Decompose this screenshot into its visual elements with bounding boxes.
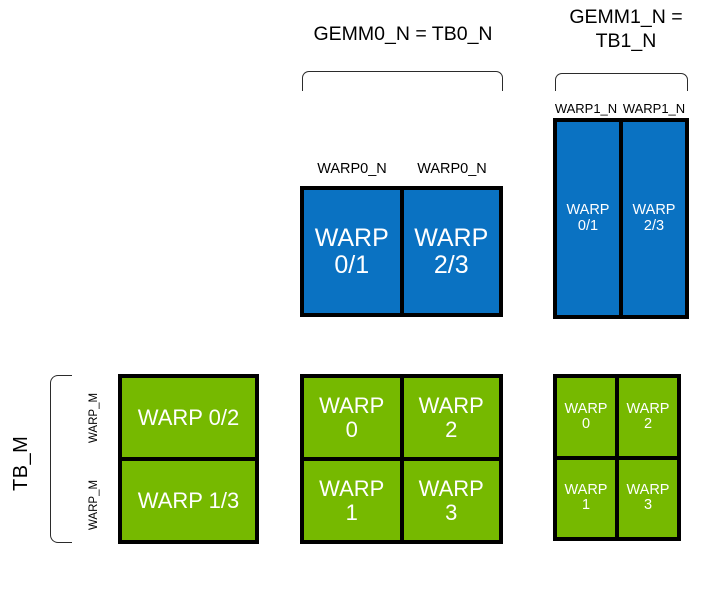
title-gemm0-n: GEMM0_N = TB0_N [313,23,493,45]
title-gemm1-n: GEMM1_N = TB1_N [569,6,683,53]
blue-gemm0-cell-0: WARP 0/1 [304,190,404,313]
label-warp-m-bottom: WARP_M [88,479,100,531]
blue-block-gemm1: WARP 0/1 WARP 2/3 [553,118,689,319]
bracket-gemm0-n [302,71,503,91]
bracket-tb-m [50,375,72,543]
green-middle-cell-3: WARP 3 [403,461,499,540]
green-right-row-0: WARP 0 WARP 2 [557,378,677,460]
green-left-cell-0: WARP 0/2 [122,378,255,461]
label-warp1-n-b: WARP1_N [622,101,686,116]
label-warp-m-top: WARP_M [88,392,100,444]
green-right-cell-0: WARP 0 [557,378,619,456]
green-right-cell-1: WARP 2 [619,378,677,456]
green-block-middle: WARP 0 WARP 2 WARP 1 WARP 3 [300,374,503,544]
green-middle-row-0: WARP 0 WARP 2 [304,378,499,461]
green-block-right: WARP 0 WARP 2 WARP 1 WARP 3 [553,374,681,541]
green-middle-cell-0: WARP 0 [304,378,404,457]
green-middle-row-1: WARP 1 WARP 3 [304,461,499,540]
blue-block-gemm0: WARP 0/1 WARP 2/3 [300,186,503,317]
green-right-cell-3: WARP 3 [619,459,677,537]
green-middle-cell-1: WARP 2 [403,378,499,457]
label-warp0-n-a: WARP0_N [317,161,387,177]
green-middle-cell-2: WARP 1 [304,461,404,540]
blue-gemm0-cell-1: WARP 2/3 [403,190,499,313]
label-warp1-n-a: WARP1_N [554,101,618,116]
green-left-cell-1: WARP 1/3 [122,461,255,540]
bracket-gemm1-n [555,73,688,91]
green-right-row-1: WARP 1 WARP 3 [557,459,677,537]
green-block-left: WARP 0/2 WARP 1/3 [118,374,259,544]
axis-label-tb-m: TB_M [10,435,32,491]
label-warp0-n-b: WARP0_N [417,161,487,177]
blue-gemm1-cell-0: WARP 0/1 [557,122,623,315]
green-right-cell-2: WARP 1 [557,459,619,537]
blue-gemm1-cell-1: WARP 2/3 [623,122,685,315]
